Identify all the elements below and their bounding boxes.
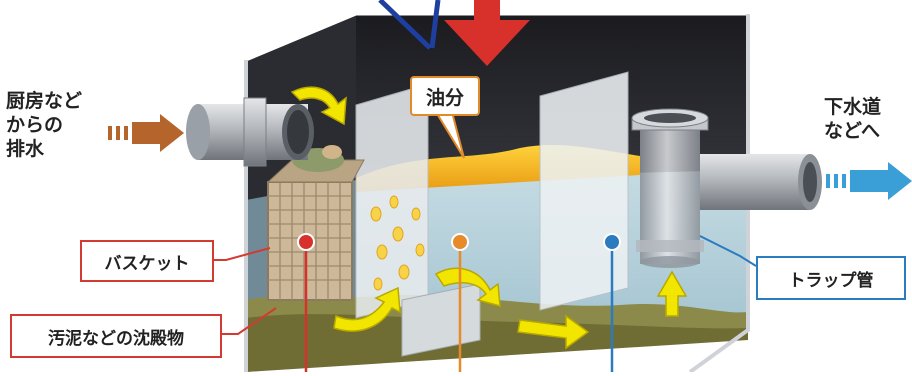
trap-pipe-callout: トラップ管 — [756, 256, 906, 300]
oil-marker — [451, 233, 469, 251]
outlet-pipe — [700, 154, 822, 210]
inlet-pipe — [186, 97, 314, 167]
callout-leaders — [210, 235, 757, 335]
trap-pipe — [631, 108, 709, 268]
inflow-label-line-2: からの — [6, 113, 64, 136]
marker-lines — [304, 242, 614, 372]
basket-callout: バスケット — [80, 240, 214, 282]
top-pointer-red — [444, 0, 530, 66]
inflow-label-line-1: 厨房など — [6, 90, 83, 112]
inflow-label: 厨房など からの 排水 — [6, 90, 82, 161]
oil-callout: 油分 — [410, 76, 480, 116]
water-marker — [603, 233, 621, 251]
flow-arrows — [290, 86, 688, 350]
top-pointer-blue — [378, 0, 441, 50]
oil-droplets — [370, 195, 425, 291]
basket — [266, 145, 365, 301]
outflow-label-line-1: 下水道 — [824, 96, 882, 118]
outflow-label-line-2: などへ — [824, 119, 881, 142]
sludge-callout: 汚泥などの沈殿物 — [10, 314, 222, 358]
partition-2 — [539, 71, 629, 311]
outflow-arrow — [826, 162, 912, 200]
inflow-label-line-3: 排水 — [6, 137, 45, 160]
inflow-arrow — [108, 114, 184, 152]
basket-marker — [297, 233, 315, 251]
outflow-label: 下水道 などへ — [824, 96, 881, 144]
